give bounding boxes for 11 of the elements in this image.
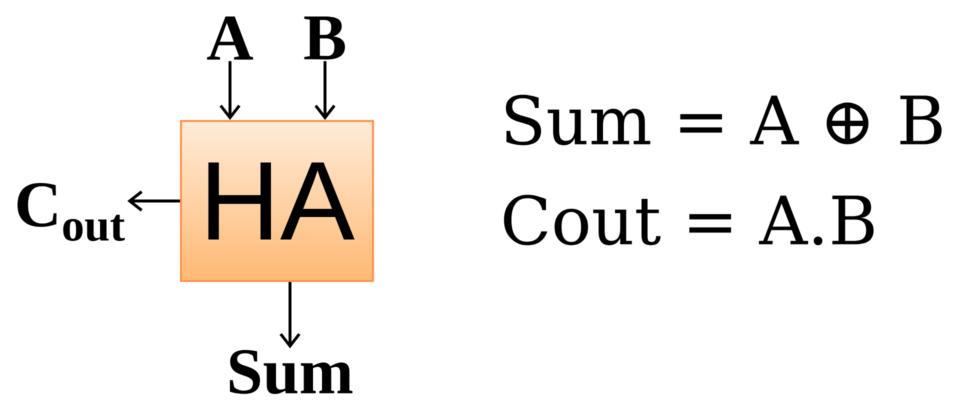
half-adder-block: HA <box>180 120 374 282</box>
arrow <box>220 61 240 120</box>
arrow <box>127 190 180 212</box>
signal-label: Sum <box>230 350 352 394</box>
equation: Sum = A ⊕ B <box>506 94 942 146</box>
signal-label: A <box>207 16 254 60</box>
signal-label: B <box>304 16 345 60</box>
arrow <box>314 61 336 120</box>
arrow <box>280 282 300 348</box>
signal-label: C$_{out}$ <box>18 182 125 242</box>
equation: Cout = A.B <box>504 194 874 246</box>
